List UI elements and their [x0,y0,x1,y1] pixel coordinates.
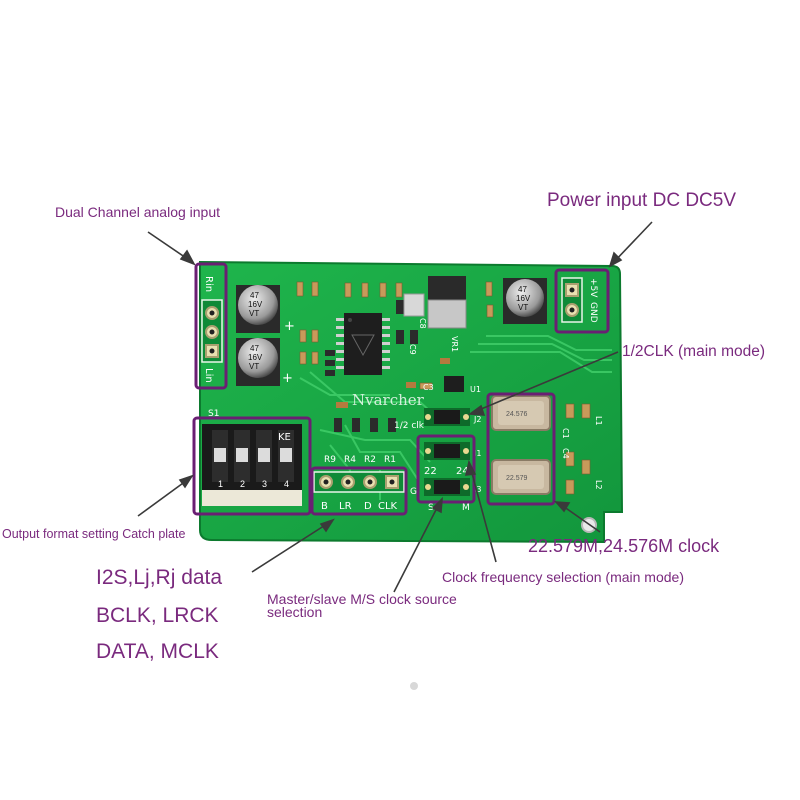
silk-c1: C1 [561,428,570,439]
silk-vr1: VR1 [450,336,459,352]
label-data-line1: I2S,Lj,Rj data [96,566,223,589]
silk-24: 24 [456,466,469,477]
label-power-input: Power input DC DC5V [547,190,737,211]
svg-text:VT: VT [518,303,528,312]
arrow-freq-select [469,465,497,563]
electrolytic-cap-2: 47 16V VT [236,338,280,386]
box-output-header [310,466,408,516]
arrow-clock-value [559,503,601,533]
electrolytic-cap-1: 47 16V VT [236,285,280,333]
svg-text:16V: 16V [248,353,263,362]
arrow-ms-select [393,501,441,593]
silk-j3: J3 [473,485,481,494]
adc-chip [336,313,390,375]
silk-half-clk: 1/2 clk [394,421,425,431]
box-clock-jumpers [416,434,476,504]
svg-text:47: 47 [250,291,259,300]
label-output-format: Output format setting Catch plate [2,527,186,541]
svg-text:VT: VT [249,362,259,371]
box-analog-input [194,262,228,390]
dip-switch [202,424,302,506]
svg-text:16V: 16V [516,294,531,303]
jumper-j3 [424,478,470,496]
silk-pin-clk: CLK [378,501,398,512]
output-header [313,471,405,493]
crystal-24576: 24.576 [491,395,551,431]
label-data-line2: BCLK, LRCK [96,604,219,627]
svg-text:+: + [282,371,293,386]
silk-22: 22 [424,466,437,477]
label-ms-line2: selection [267,604,323,620]
silk-c4: C4 [561,448,570,459]
power-header [561,277,583,323]
silk-r4: R4 [344,455,356,465]
silk-rin: Rin [203,276,214,292]
label-half-clk: 1/2CLK (main mode) [622,343,766,360]
silk-lin: Lin [203,368,214,383]
label-clock-value: 22.579M,24.576M clock [528,536,720,556]
box-dip-switch [192,416,312,516]
arrow-data-lines [251,521,331,573]
silk-r1: R1 [384,455,396,465]
arrow-output-format [137,477,191,517]
silk-m: M [462,503,470,513]
jumper-j1 [424,442,470,460]
label-clock-freq-sel: Clock frequency selection (main mode) [442,569,684,585]
box-power [554,268,610,334]
silk-s1: S1 [208,409,219,419]
silk-l1: L1 [594,416,603,426]
silk-s: S [428,503,434,513]
dip-num-3: 3 [262,479,267,489]
silk-j1: J1 [473,449,481,458]
jumper-j2 [424,408,470,426]
label-data-line3: DATA, MCLK [96,640,219,663]
silk-c9: C9 [408,344,417,355]
analog-input-header [201,299,223,363]
silk-r9: R9 [324,455,336,465]
xtal-top-label: 24.576 [506,411,528,418]
silk-pin-d: D [364,501,372,512]
electrolytic-cap-3: 47 16V VT [503,278,547,324]
xtal-bot-label: 22.579 [506,475,528,482]
svg-text:+: + [284,319,295,334]
silk-pin-lr: LR [339,501,352,512]
silk-u1: U1 [470,385,481,394]
crystal-22579: 22.579 [491,459,551,495]
svg-text:VT: VT [249,309,259,318]
svg-text:47: 47 [250,344,259,353]
dip-num-1: 1 [218,479,223,489]
silk-gnd: GND [588,302,598,323]
svg-text:16V: 16V [248,300,263,309]
silk-c8: C8 [418,318,427,329]
silk-c3: C3 [423,383,434,392]
dip-num-4: 4 [284,479,289,489]
voltage-regulator [403,276,467,329]
label-ms-line1: Master/slave M/S clock source [267,591,457,607]
svg-text:47: 47 [518,285,527,294]
box-crystals [486,392,556,506]
silk-ke: KE [278,432,291,443]
silk-pin-b: B [321,501,328,512]
silk-l2: L2 [594,480,603,490]
silk-5v: +5V [588,278,598,298]
silk-r2: R2 [364,455,376,465]
arrow-half-clk [473,351,619,413]
dip-num-2: 2 [240,479,245,489]
silk-j2: J2 [473,415,481,424]
label-dual-channel: Dual Channel analog input [55,204,221,220]
silk-g: G [410,487,417,497]
watermark: Nvarcher [352,391,425,409]
